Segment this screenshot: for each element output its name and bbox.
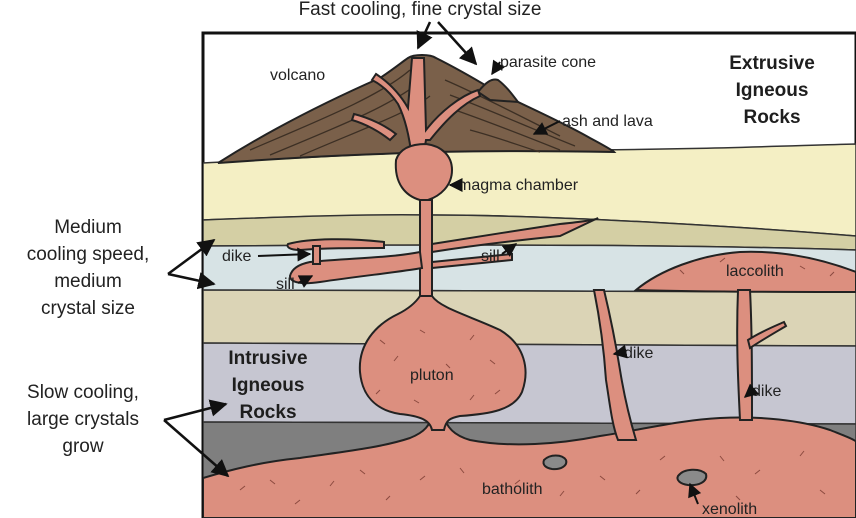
label-pluton: pluton bbox=[410, 367, 454, 384]
arrow-ash-and-lava bbox=[532, 120, 561, 135]
slow-cooling-label: Slow cooling, large crystals grow bbox=[27, 382, 139, 457]
parasite-cone bbox=[476, 78, 521, 104]
arrow-top-to-vent bbox=[416, 21, 433, 50]
label-parasite-cone: parasite cone bbox=[500, 54, 596, 71]
arrow-dike-mid bbox=[612, 344, 628, 359]
arrow-sill-mid bbox=[501, 243, 518, 258]
dike-right bbox=[736, 289, 754, 421]
xenolith-1 bbox=[542, 454, 568, 471]
dike-middle bbox=[592, 289, 638, 441]
label-ash-and-lava: ash and lava bbox=[562, 113, 653, 130]
sill-right-lower bbox=[431, 252, 513, 270]
label-batholith: batholith bbox=[482, 481, 543, 498]
extrusive-heading: Extrusive Igneous Rocks bbox=[729, 53, 815, 128]
intrusive-line-2: Igneous bbox=[232, 375, 305, 396]
main-conduit bbox=[419, 199, 433, 297]
label-dike-mid: dike bbox=[624, 345, 653, 362]
top-caption: Fast cooling, fine crystal size bbox=[299, 0, 542, 20]
slow-line-3: grow bbox=[62, 436, 103, 457]
pluton bbox=[358, 295, 527, 431]
intrusive-heading: Intrusive Igneous Rocks bbox=[228, 348, 307, 423]
label-dike-left: dike bbox=[222, 248, 251, 265]
label-dike-right: dike bbox=[752, 383, 781, 400]
sill-upper bbox=[286, 238, 385, 252]
medium-cooling-label: Medium cooling speed, medium crystal siz… bbox=[27, 217, 150, 319]
arrow-top-to-parasite bbox=[437, 21, 478, 66]
label-sill-left: sill bbox=[276, 276, 295, 293]
label-laccolith: laccolith bbox=[726, 263, 784, 280]
arrow-medium-down bbox=[167, 272, 216, 290]
label-volcano: volcano bbox=[270, 67, 325, 84]
extrusive-line-2: Igneous bbox=[736, 80, 809, 101]
intrusive-line-3: Rocks bbox=[239, 402, 296, 423]
label-sill-mid: sill bbox=[481, 248, 500, 265]
arrow-slow-up bbox=[163, 399, 228, 422]
arrow-xenolith bbox=[688, 482, 702, 505]
label-xenolith: xenolith bbox=[702, 501, 757, 518]
xenolith-2 bbox=[676, 468, 708, 487]
arrow-dike-right bbox=[743, 383, 760, 398]
medium-line-4: crystal size bbox=[41, 298, 135, 319]
medium-line-3: medium bbox=[54, 271, 122, 292]
sill-lower bbox=[288, 250, 424, 285]
magma-texture bbox=[239, 257, 835, 505]
extrusive-line-1: Extrusive bbox=[729, 53, 815, 74]
medium-line-1: Medium bbox=[54, 217, 122, 238]
extrusive-line-3: Rocks bbox=[743, 107, 800, 128]
dike-right-branch bbox=[746, 320, 788, 350]
laccolith bbox=[633, 250, 856, 293]
arrow-slow-down bbox=[163, 419, 230, 478]
arrow-parasite-cone bbox=[491, 59, 505, 76]
arrow-medium-up bbox=[167, 238, 216, 276]
slow-line-1: Slow cooling, bbox=[27, 382, 139, 403]
magma-chamber bbox=[394, 142, 454, 201]
sill-right bbox=[431, 217, 599, 254]
intrusive-line-1: Intrusive bbox=[228, 348, 307, 369]
slow-line-2: large crystals bbox=[27, 409, 139, 430]
arrow-sill-left bbox=[297, 275, 314, 288]
arrow-dike-left bbox=[257, 247, 312, 262]
medium-line-2: cooling speed, bbox=[27, 244, 150, 265]
volcano-side-vent bbox=[350, 112, 398, 142]
label-magma-chamber: magma chamber bbox=[458, 177, 579, 194]
dike-left bbox=[312, 245, 321, 265]
